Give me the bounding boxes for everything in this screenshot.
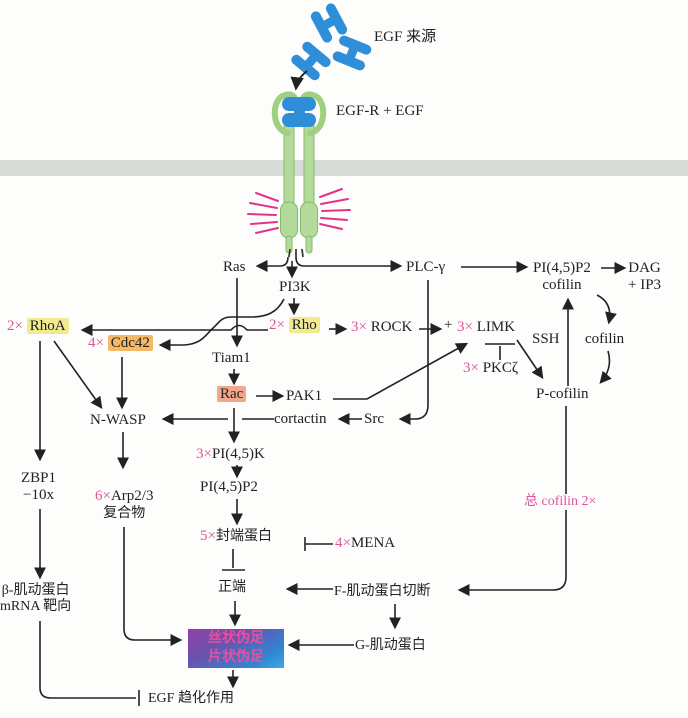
node-rho: 2× Rho <box>269 317 320 334</box>
phospho-ticks-icon <box>288 248 304 258</box>
cell-membrane <box>0 160 688 176</box>
node-ras: Ras <box>223 259 246 275</box>
node-plc-gamma: PLC-γ <box>406 259 446 275</box>
node-mena: 4×MENA <box>335 535 396 551</box>
bound-egf-icon <box>282 97 316 127</box>
label-egfr-egf: EGF-R + EGF <box>336 103 424 119</box>
node-rac: Rac <box>217 386 247 403</box>
node-p-cofilin: P-cofilin <box>536 386 589 402</box>
node-pip2-lower: PI(4,5)P2 <box>200 479 258 495</box>
node-ssh: SSH <box>532 331 560 347</box>
node-rock: 3× ROCK <box>351 319 413 335</box>
node-cofilin-free: cofilin <box>585 331 625 347</box>
node-f-actin-severing: F-肌动蛋白切断 <box>334 584 431 599</box>
egf-receptor-icon <box>271 91 327 254</box>
node-pi45k: 3×PI(4,5)K <box>196 446 265 462</box>
egf-molecules-icon <box>289 1 373 83</box>
node-dag-ip3: DAG+ IP3 <box>628 260 662 293</box>
node-tiam1: Tiam1 <box>212 350 251 366</box>
node-barbed-end: 正端 <box>218 580 246 595</box>
node-limk: 3× LIMK <box>457 319 516 335</box>
pathway-arrows <box>34 256 627 706</box>
node-capping-protein: 5×封端蛋白 <box>200 528 272 544</box>
activation-spikes-icon <box>247 188 351 234</box>
node-g-actin: G-肌动蛋白 <box>355 638 426 653</box>
node-zbp1: ZBP1−10x <box>21 470 57 503</box>
node-cdc42: 4× Cdc42 <box>88 335 153 352</box>
node-filopodia-lamellipodia: 丝状伪足片状伪足 <box>188 629 284 668</box>
label-total-cofilin: 总 cofilin 2× <box>522 494 599 510</box>
label-egf-source: EGF 来源 <box>374 29 437 45</box>
node-rhoa: 2× RhoA <box>7 318 69 335</box>
label-plus-sign: + <box>444 317 453 333</box>
node-pkc-zeta: 3× PKCζ <box>463 360 519 376</box>
node-cortactin: cortactin <box>274 411 327 427</box>
node-src: Src <box>364 411 384 427</box>
node-pi3k: PI3K <box>279 279 311 295</box>
node-egf-chemotaxis: EGF 趋化作用 <box>148 691 234 706</box>
node-pak1: PAK1 <box>286 388 323 404</box>
node-n-wasp: N-WASP <box>90 412 146 428</box>
